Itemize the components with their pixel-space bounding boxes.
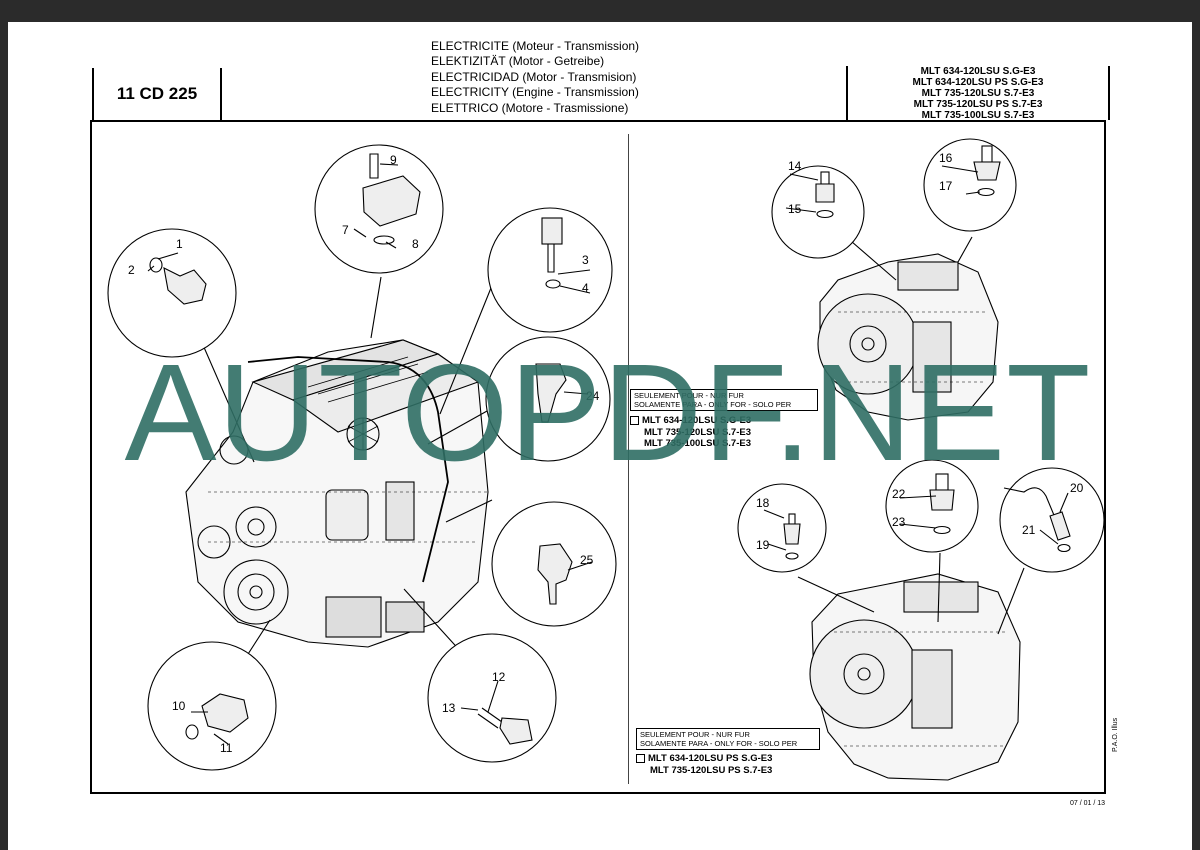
callout-13: 13	[442, 701, 456, 715]
callout-8: 8	[412, 237, 419, 251]
note-upper-box: SEULEMENT POUR - NUR FUR SOLAMENTE PARA …	[630, 389, 818, 411]
callout-16: 16	[939, 151, 953, 165]
pressure-sensor-part	[149, 257, 207, 305]
note-lower-model-2: MLT 735-120LSU PS S.7-E3	[650, 764, 773, 776]
callout-12: 12	[492, 670, 506, 684]
parts-sheet: 11 CD 225 ELECTRICITE (Moteur - Transmis…	[8, 22, 1192, 850]
detail-circle-18	[737, 483, 827, 573]
checkbox-icon	[636, 753, 645, 763]
title-es: ELECTRICIDAD (Motor - Transmision)	[431, 69, 637, 84]
callout-22: 22	[892, 487, 906, 501]
sensor-24-part	[535, 363, 567, 423]
callout-10: 10	[172, 699, 186, 713]
callout-17: 17	[939, 179, 953, 193]
sensor-25-part	[537, 543, 573, 605]
note-upper-line1: SEULEMENT POUR - NUR FUR	[634, 391, 744, 400]
callout-18: 18	[756, 496, 770, 510]
callout-9: 9	[390, 153, 397, 167]
note-lower-models: MLT 634-120LSU PS S.G-E3 MLT 735-120LSU …	[636, 753, 772, 776]
note-lower-line1: SEULEMENT POUR - NUR FUR	[640, 730, 750, 739]
section-titles: ELECTRICITE (Moteur - Transmission) ELEK…	[431, 39, 691, 116]
note-upper-models: MLT 634-120LSU S.G-E3 MLT 735-120LSU S.7…	[630, 415, 751, 450]
note-upper-line2: SOLAMENTE PARA - ONLY FOR - SOLO PER	[634, 400, 792, 409]
note-lower-box: SEULEMENT POUR - NUR FUR SOLAMENTE PARA …	[636, 728, 820, 750]
sensor-20-part	[1003, 487, 1071, 553]
note-lower-model-1: MLT 634-120LSU PS S.G-E3	[648, 753, 773, 764]
callout-24: 24	[586, 389, 600, 403]
sensor-22-part	[929, 473, 955, 535]
callout-11: 11	[220, 741, 233, 755]
callout-23: 23	[892, 515, 906, 529]
callout-15: 15	[788, 202, 802, 216]
map-sensor-part	[362, 153, 421, 245]
callout-25: 25	[580, 553, 594, 567]
watermark: AUTOPDF.NET	[124, 336, 1092, 490]
callout-14: 14	[788, 159, 802, 173]
sensor-14-part	[815, 171, 835, 219]
model-5: MLT 735-100LSU S.7-E3	[921, 109, 1035, 121]
callout-7: 7	[342, 223, 349, 237]
checkbox-icon	[630, 415, 639, 425]
sensor-16-part	[973, 145, 1001, 197]
model-2: MLT 634-120LSU PS S.G-E3	[912, 76, 1044, 88]
temp-sensor-part	[541, 217, 563, 289]
transmission-lower-illustration	[809, 573, 1021, 781]
callout-4: 4	[582, 281, 589, 295]
detail-circle-3	[487, 207, 613, 333]
sensor-10-part	[185, 693, 249, 740]
callout-2: 2	[128, 263, 135, 277]
sensor-18-part	[783, 513, 801, 560]
section-code: 11 CD 225	[92, 68, 222, 120]
callout-20: 20	[1070, 481, 1084, 495]
callout-19: 19	[756, 538, 770, 552]
revision-date: 07 / 01 / 13	[1070, 800, 1106, 807]
callout-21: 21	[1022, 523, 1036, 537]
title-de: ELEKTIZITÄT (Motor - Getreibe)	[431, 54, 605, 69]
title-en: ELECTRICITY (Engine - Transmission)	[431, 85, 639, 100]
callout-1: 1	[176, 237, 183, 251]
transmission-upper-illustration	[817, 253, 999, 421]
note-upper-model-1: MLT 634-120LSU S.G-E3	[642, 415, 752, 426]
sensor-12-part	[477, 707, 533, 745]
callout-labels: 1 2 9 7 8 3 4 24 25 10 11 12 13 14 15 16…	[128, 151, 1084, 755]
model-3: MLT 735-120LSU S.7-E3	[921, 87, 1035, 99]
drawing-frame	[90, 120, 1106, 794]
model-1: MLT 634-120LSU S.G-E3	[920, 65, 1036, 77]
note-upper-model-2: MLT 735-120LSU S.7-E3	[644, 426, 752, 438]
model-list: MLT 634-120LSU S.G-E3 MLT 634-120LSU PS …	[846, 65, 1110, 121]
illustrator-note: P.A.O. Illus	[1112, 717, 1119, 752]
callout-3: 3	[582, 253, 589, 267]
note-upper-model-3: MLT 735-100LSU S.7-E3	[644, 438, 752, 449]
title-it: ELETTRICO (Motore - Trasmissione)	[431, 100, 629, 115]
exploded-diagram: 1 2 9 7 8 3 4 24 25 10 11 12 13 14 15 16…	[107, 138, 1105, 781]
note-lower-line2: SOLAMENTE PARA - ONLY FOR - SOLO PER	[640, 739, 798, 748]
engine-illustration	[185, 339, 489, 648]
panel-divider	[628, 134, 629, 784]
detail-circle-16	[923, 138, 1017, 232]
model-4: MLT 735-120LSU PS S.7-E3	[913, 98, 1043, 110]
title-fr: ELECTRICITE (Moteur - Transmission)	[431, 39, 640, 53]
